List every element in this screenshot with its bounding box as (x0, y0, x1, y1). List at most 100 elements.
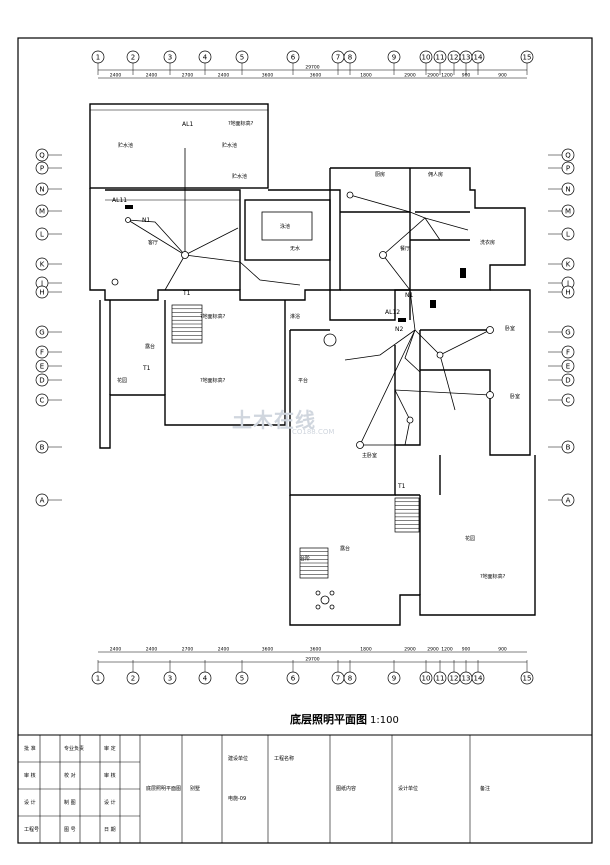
axis-label: M (39, 208, 45, 216)
panel-al11: AL11 (112, 197, 127, 204)
label-terrace: 露台 (340, 545, 350, 552)
axis-bubble (163, 50, 177, 64)
watermark: 土木在线 (232, 408, 316, 432)
axis-label: M (565, 208, 571, 216)
axis-label: 14 (474, 54, 483, 62)
label-water-cover: 贮水池 (232, 173, 247, 180)
axis-bubble (520, 50, 534, 64)
axis-label: K (566, 261, 571, 269)
title-block-cell: 校 对 (64, 772, 76, 779)
axis-label: 9 (392, 675, 396, 683)
axis-bubble (35, 161, 49, 175)
lamp-symbols (111, 191, 494, 610)
axis-bubble (433, 671, 447, 685)
axis-label: 5 (240, 675, 244, 683)
axis-label: 10 (422, 54, 431, 62)
axis-label: 11 (436, 54, 445, 62)
dimension-value: 2700 (182, 647, 194, 653)
axis-label: 1 (96, 54, 100, 62)
dimension-value: 2400 (218, 647, 230, 653)
axis-bubble (35, 204, 49, 218)
dimension-value: 2400 (110, 647, 122, 653)
title-block-field: 建设单位 (228, 755, 248, 762)
axis-bubble (387, 671, 401, 685)
label-bedroom2: 卧室 (510, 393, 520, 400)
axis-label: 2 (131, 54, 135, 62)
axis-bubble (471, 50, 485, 64)
label-waterless: 无水 (290, 245, 300, 252)
dimension-value: 3600 (310, 647, 322, 653)
axis-bubble (35, 345, 49, 359)
axis-bubble (35, 393, 49, 407)
label-bedroom1: 卧室 (505, 325, 515, 332)
axis-bubble (235, 50, 249, 64)
label-storage2: 贮水池 (222, 142, 237, 149)
axis-label: 3 (168, 675, 172, 683)
axis-label: 8 (348, 675, 352, 683)
axis-bubble (561, 161, 575, 175)
dimension-value: 1200 (441, 647, 453, 653)
axis-bubble (35, 285, 49, 299)
label-level2: ?地面标高? (200, 377, 226, 384)
dimension-value: 1200 (441, 73, 453, 79)
axis-label: Q (39, 152, 45, 160)
axis-bubble (561, 325, 575, 339)
label-level3: ?地面标高? (480, 573, 506, 580)
dimension-value: 3600 (262, 647, 274, 653)
axis-bubble (433, 50, 447, 64)
dimension-total: 29700 (305, 65, 319, 71)
panel-t3: T1 (397, 483, 406, 490)
title-block-cell: 专业负责 (64, 745, 84, 752)
dimension-value: 1800 (360, 73, 372, 79)
axis-label: C (40, 397, 45, 405)
title-block-cell: 图 号 (64, 827, 76, 833)
dimension-value: 2400 (110, 73, 122, 79)
title-block-cell: 批 准 (24, 745, 36, 752)
axis-bubble (561, 393, 575, 407)
axis-label: 5 (240, 54, 244, 62)
label-pool: 泳池 (280, 223, 290, 230)
axis-bubble (198, 50, 212, 64)
axis-bubble (286, 671, 300, 685)
axis-bubble (471, 671, 485, 685)
dimension-total: 29700 (305, 657, 319, 663)
label-storage1: 贮水池 (118, 142, 133, 149)
title-block-field: 工程名称 (274, 755, 294, 762)
label-servant: 佣人房 (428, 171, 443, 178)
title-block-cell: 工程号 (24, 826, 39, 833)
axis-label: 11 (436, 675, 445, 683)
title-block-cell: 审 定 (104, 745, 116, 752)
axis-bubble (520, 671, 534, 685)
axis-bubble (35, 359, 49, 373)
label-shower: 淋浴 (290, 313, 300, 320)
drawing-scale: 1:100 (370, 715, 399, 726)
axis-label: 7 (336, 675, 340, 683)
label-hall: 餐厅 (400, 245, 410, 252)
axis-label: J (566, 280, 569, 288)
wiring (127, 148, 491, 446)
axis-bubble (419, 671, 433, 685)
axis-bubble (35, 440, 49, 454)
axis-bubble (35, 493, 49, 507)
axis-bubble (91, 671, 105, 685)
title-block-cell: 审 核 (24, 772, 36, 779)
axis-bubble (198, 671, 212, 685)
axis-label: 15 (523, 675, 532, 683)
axis-bubble (126, 50, 140, 64)
title-block-field: 电施-09 (228, 795, 246, 802)
axis-label: A (566, 497, 571, 505)
axis-label: K (40, 261, 45, 269)
title-block-cell: 设 计 (24, 799, 36, 806)
label-kitchen: 厨房 (375, 171, 385, 178)
dimension-value: 2900 (404, 73, 416, 79)
axis-bubble (286, 50, 300, 64)
dimension-value: 2400 (146, 73, 158, 79)
axis-label: 4 (203, 54, 208, 62)
title-block-field: 图纸内容 (336, 785, 356, 792)
